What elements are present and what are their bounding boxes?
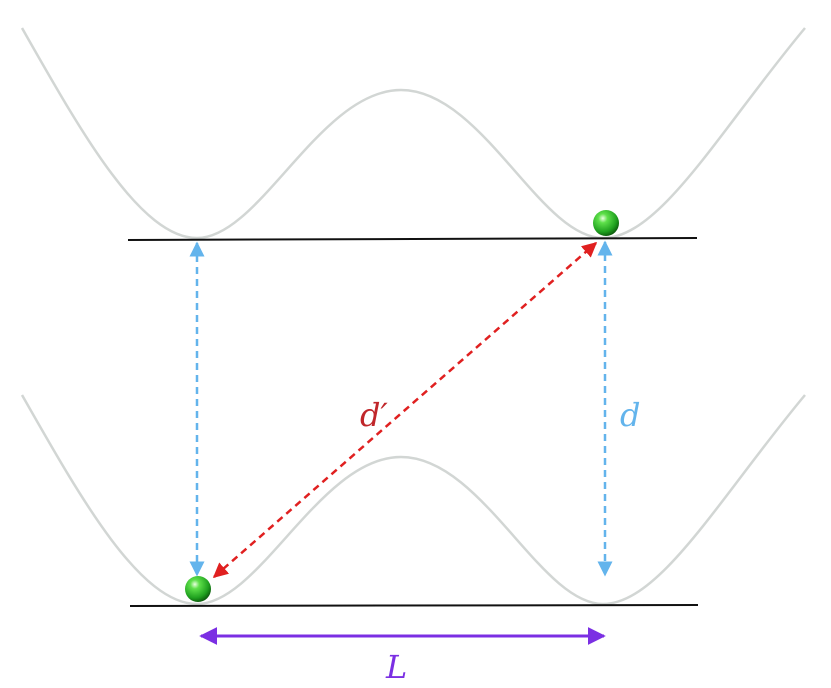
lower-baseline xyxy=(129,604,699,607)
label-d-prime: d′ xyxy=(360,396,388,434)
label-d: d xyxy=(620,396,640,434)
diagonal-distance-arrow xyxy=(212,242,598,578)
upper-baseline xyxy=(127,237,698,241)
lower-left-particle xyxy=(185,576,211,602)
upper-right-particle xyxy=(593,210,619,236)
label-L: L xyxy=(385,648,407,686)
upper-potential-curve xyxy=(20,27,806,240)
lower-potential-curve xyxy=(20,394,806,606)
